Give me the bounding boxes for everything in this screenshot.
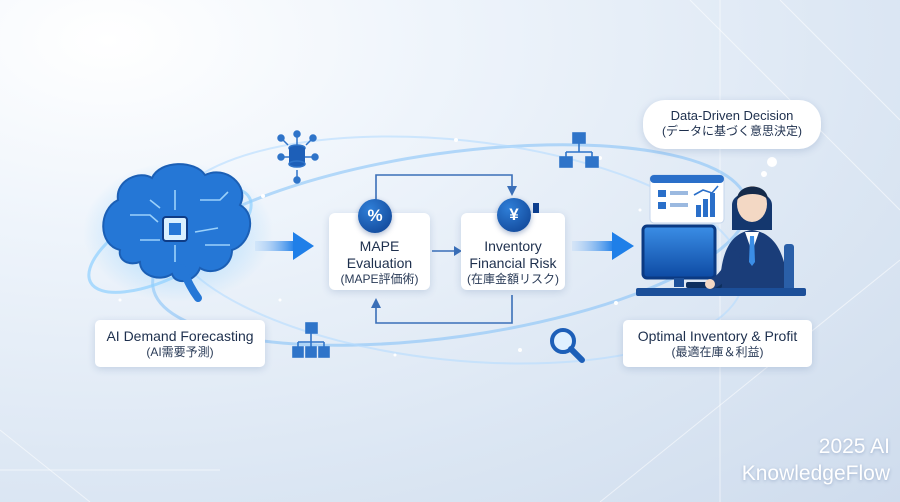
hierarchy-icon-bottom [292,322,330,358]
data-driven-decision-title: Data-Driven Decision [670,108,794,123]
inventory-risk-title-line2: Financial Risk [469,255,557,272]
inventory-risk-jp: (在庫金額リスク) [467,272,559,287]
optimal-inventory-profit-jp: (最適在庫＆利益) [671,345,764,360]
speech-bubble-tail [761,157,777,177]
data-driven-decision-bubble: Data-Driven Decision (データに基づく意思決定) [643,100,821,149]
feedback-loop-arrows [371,174,517,324]
mape-evaluation-title-line1: MAPE [359,238,400,254]
optimal-inventory-profit-title: Optimal Inventory & Profit [637,328,798,344]
ai-demand-forecasting-jp: (AI需要予測) [146,345,214,360]
mape-evaluation-jp: (MAPE評価術) [340,272,419,287]
inventory-risk-title-line1: Inventory [484,238,542,254]
brand-watermark: 2025 AI KnowledgeFlow [700,433,890,488]
brain-chip-icon [83,162,273,302]
flow-arrow-right [572,232,634,260]
yen-badge-icon: ¥ [497,198,531,232]
ai-demand-forecasting-card: AI Demand Forecasting (AI需要予測) [95,320,265,367]
mape-evaluation-title-line2: Evaluation [346,255,413,272]
mape-evaluation-card: MAPE Evaluation (MAPE評価術) [329,213,430,290]
ai-demand-forecasting-title: AI Demand Forecasting [106,328,254,344]
database-network-icon [277,130,319,184]
data-driven-decision-jp: (データに基づく意思決定) [662,124,802,139]
percent-badge-icon: % [358,199,392,233]
analyst-at-computer-icon [636,186,806,296]
brand-line1: 2025 AI [818,435,890,458]
dashboard-icon [649,174,725,224]
magnifier-icon [550,328,585,363]
inventory-financial-risk-card: Inventory Financial Risk (在庫金額リスク) [461,213,565,290]
flow-arrow-left [255,232,314,260]
hierarchy-icon-top [559,132,599,168]
optimal-inventory-profit-card: Optimal Inventory & Profit (最適在庫＆利益) [623,320,812,367]
brand-line2: KnowledgeFlow [741,462,890,486]
